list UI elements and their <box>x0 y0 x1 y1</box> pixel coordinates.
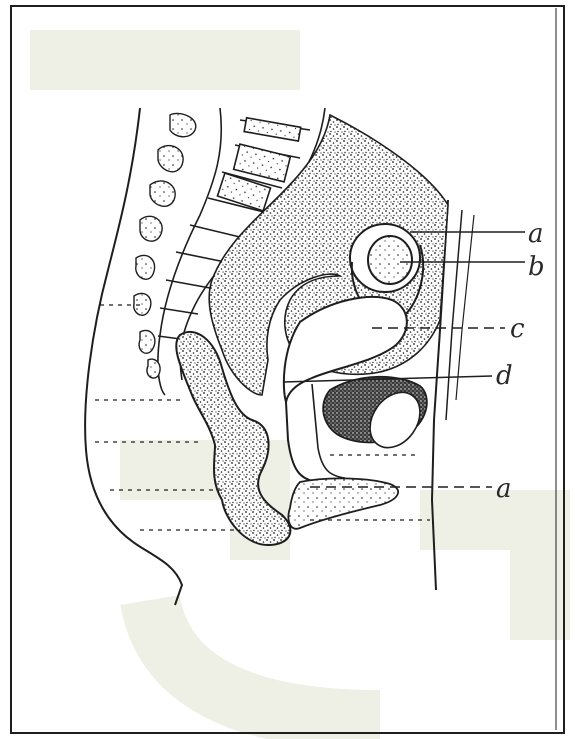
label-c: c <box>510 314 525 344</box>
back-skin-line <box>446 210 462 420</box>
label-a: a <box>528 219 544 249</box>
label-e: a <box>496 474 512 504</box>
label-b: b <box>528 252 545 282</box>
label-d: d <box>496 361 513 391</box>
vaginal-canal <box>286 402 318 482</box>
perineum <box>288 478 398 528</box>
